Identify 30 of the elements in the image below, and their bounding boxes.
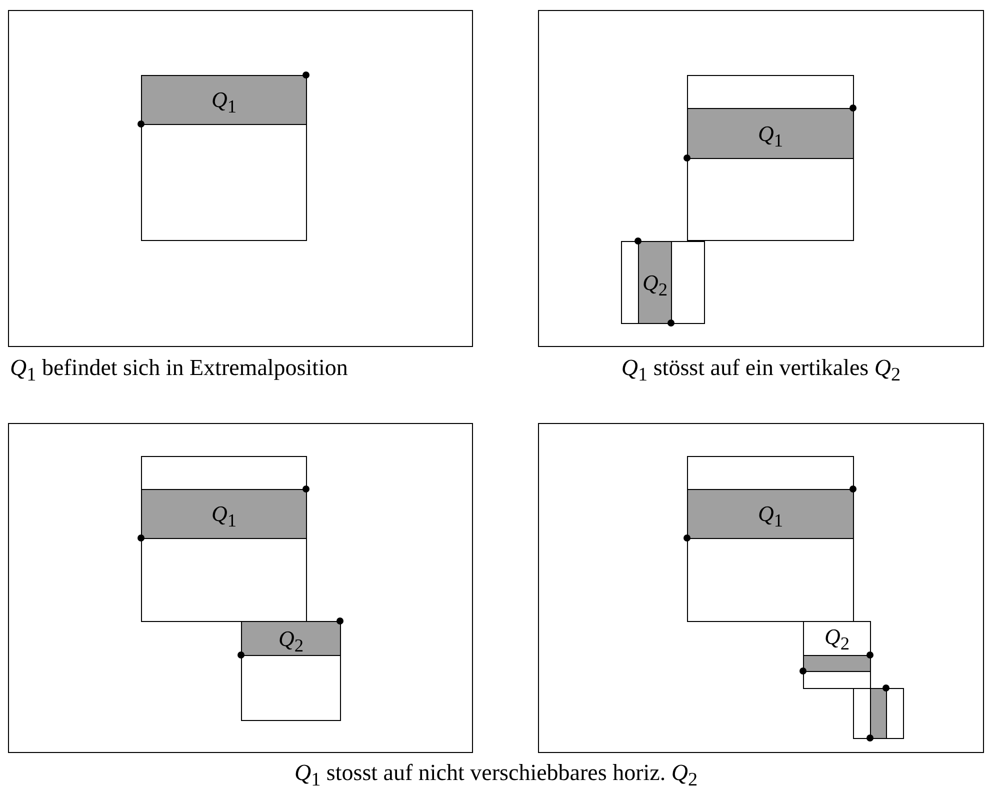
panel-frame [8,423,473,753]
square-outline [241,621,341,721]
quadrant-label: Q$_{2}$ [824,626,850,653]
shaded-strip [241,621,341,656]
square-outline [687,456,854,622]
square-outline [621,241,705,324]
square-outline [687,75,854,241]
shaded-strip [687,108,854,159]
quadrant-label: Q$_{2}$ [278,628,304,654]
quadrant-label: Q$_{1}$ [758,503,784,530]
panel-caption: Q$_{1}$ befindet sich in Extremalposition [10,355,348,386]
quadrant-label: Q$_{2}$ [642,272,668,298]
square-outline [141,75,307,241]
square-outline [853,688,904,739]
panel-caption: Q$_{1}$ stösst auf ein vertikales Q$_{2}$ [621,355,901,386]
quadrant-label: Q$_{1}$ [211,503,237,530]
shaded-strip [141,75,307,125]
square-outline [141,456,307,622]
shaded-strip [141,489,307,539]
shaded-strip [870,688,887,739]
figure-caption: Q$_{1}$ stosst auf nicht verschiebbares horiz. Q$_{2}$ [294,760,698,789]
panel-frame [538,423,984,753]
panel-frame [8,10,473,347]
quadrant-label: Q$_{1}$ [211,89,237,116]
quadrant-label: Q$_{1}$ [758,122,784,150]
panel-frame [538,10,984,347]
shaded-strip [638,241,672,324]
shaded-strip [803,655,871,672]
square-outline [803,621,871,689]
shaded-strip [687,489,854,539]
